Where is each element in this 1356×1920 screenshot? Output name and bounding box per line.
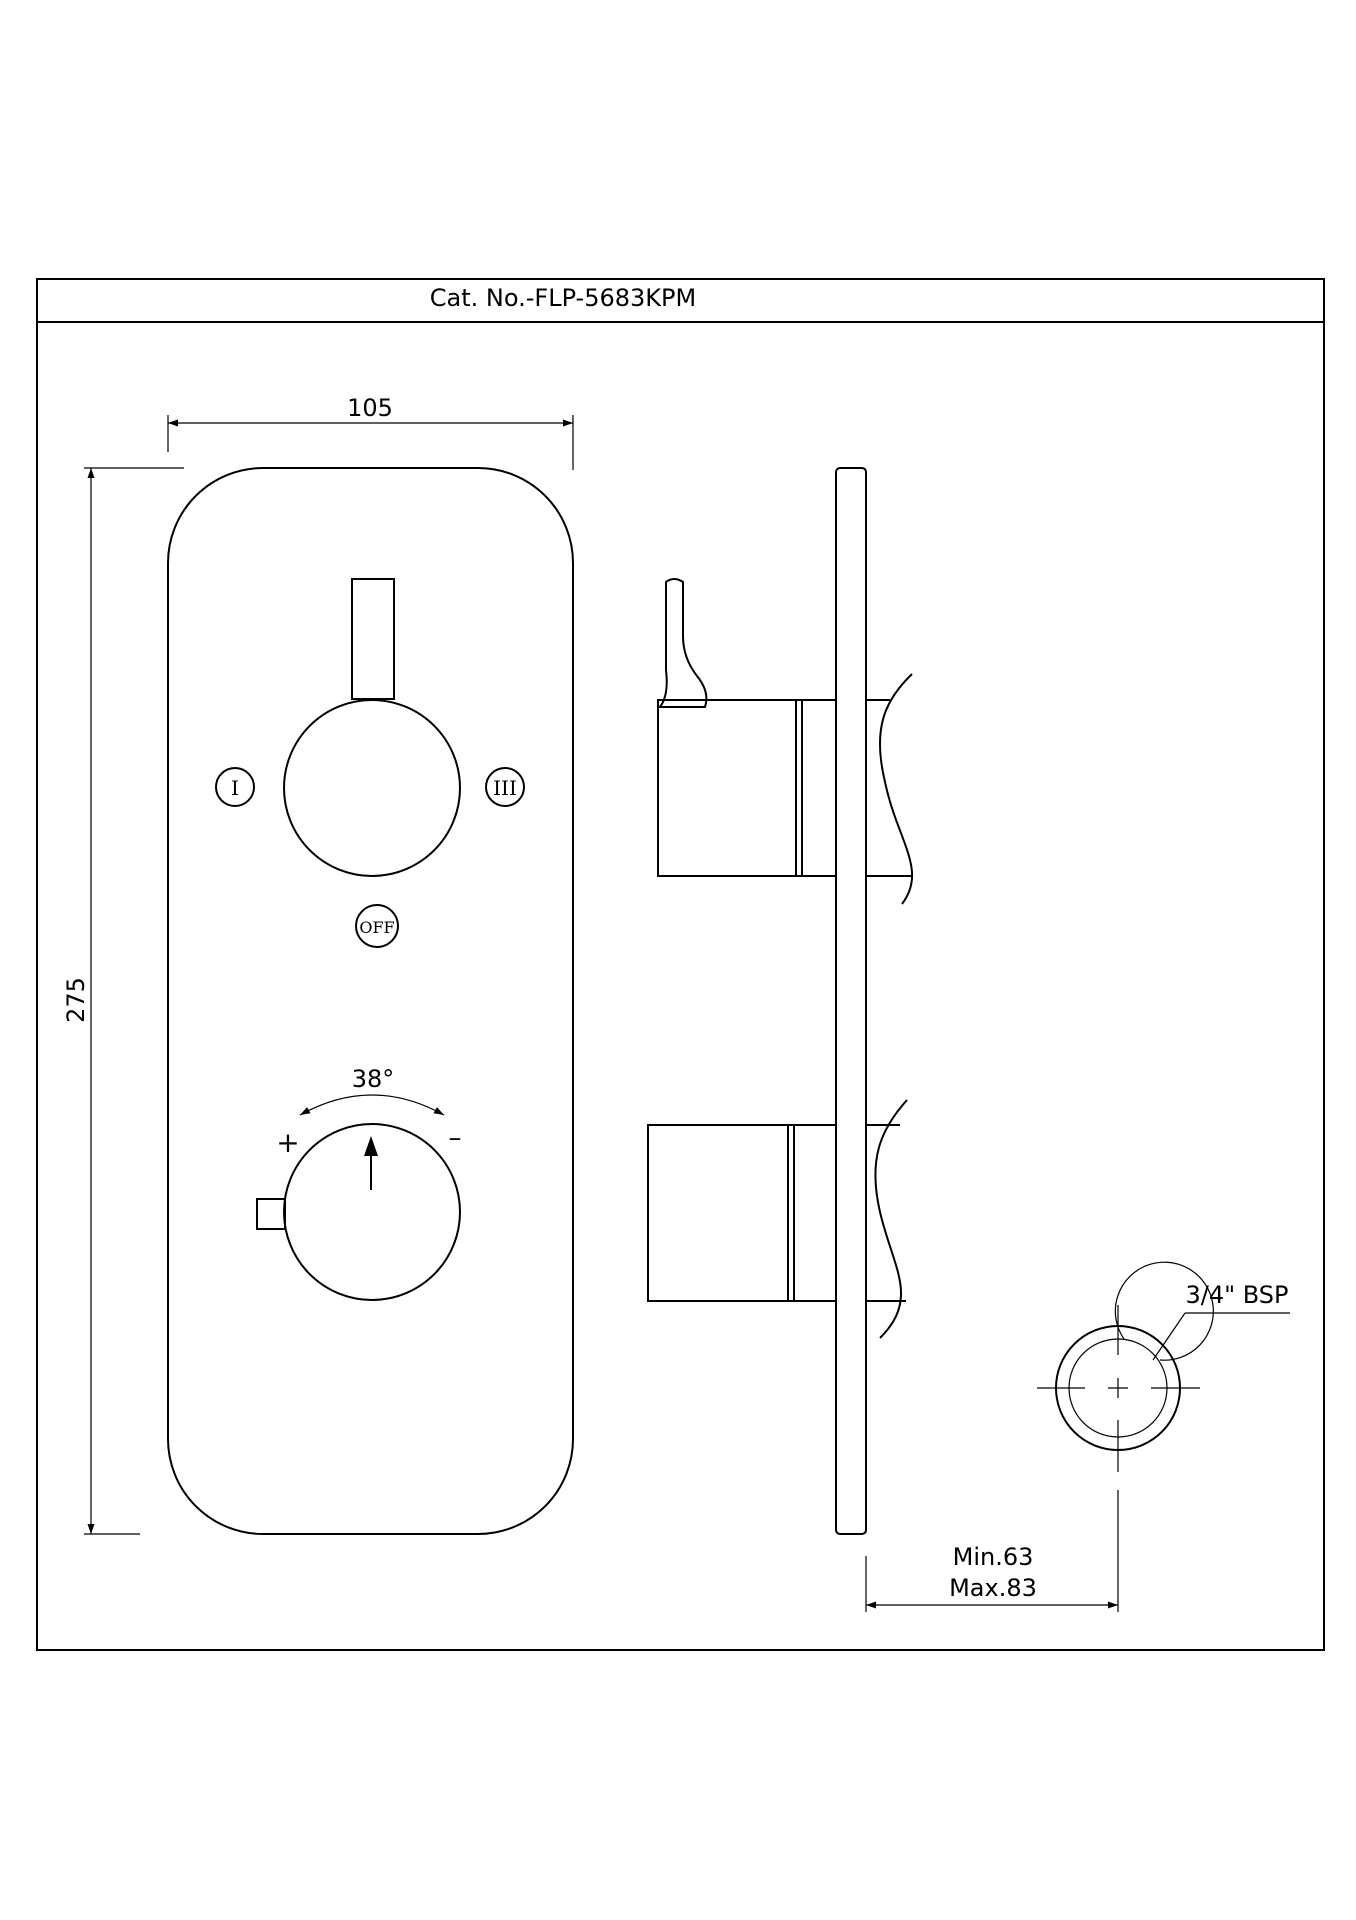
plus-sign: + [276,1126,299,1159]
height-dimension [84,467,184,1535]
side-thermostat-body [647,1099,908,1339]
diverter-handle [283,578,461,877]
side-diverter-lever [657,578,914,905]
position-iii-label: III [493,776,517,800]
thread-size-label: 3/4" BSP [1185,1281,1288,1309]
projection-max-label: Max.83 [949,1574,1037,1602]
width-dimension [167,415,574,470]
drawing-frame [36,278,1325,1651]
position-i-marker [215,767,255,807]
rotation-arc [299,1094,445,1116]
front-plate [167,467,574,1535]
off-label: OFF [359,918,394,937]
thermostat-knob [256,1123,461,1301]
catalog-number: Cat. No.-FLP-5683KPM [430,284,696,312]
side-plate [835,467,867,1535]
off-marker [355,904,399,948]
width-dimension-label: 105 [347,394,393,422]
rotation-angle-label: 38° [352,1065,395,1093]
projection-min-label: Min.63 [953,1543,1034,1571]
height-dimension-label: 275 [62,977,90,1023]
position-iii-marker [485,767,525,807]
projection-dimension [865,1490,1119,1612]
pipe-section [1037,1261,1290,1472]
minus-sign: – [449,1123,462,1153]
position-i-label: I [231,776,239,800]
